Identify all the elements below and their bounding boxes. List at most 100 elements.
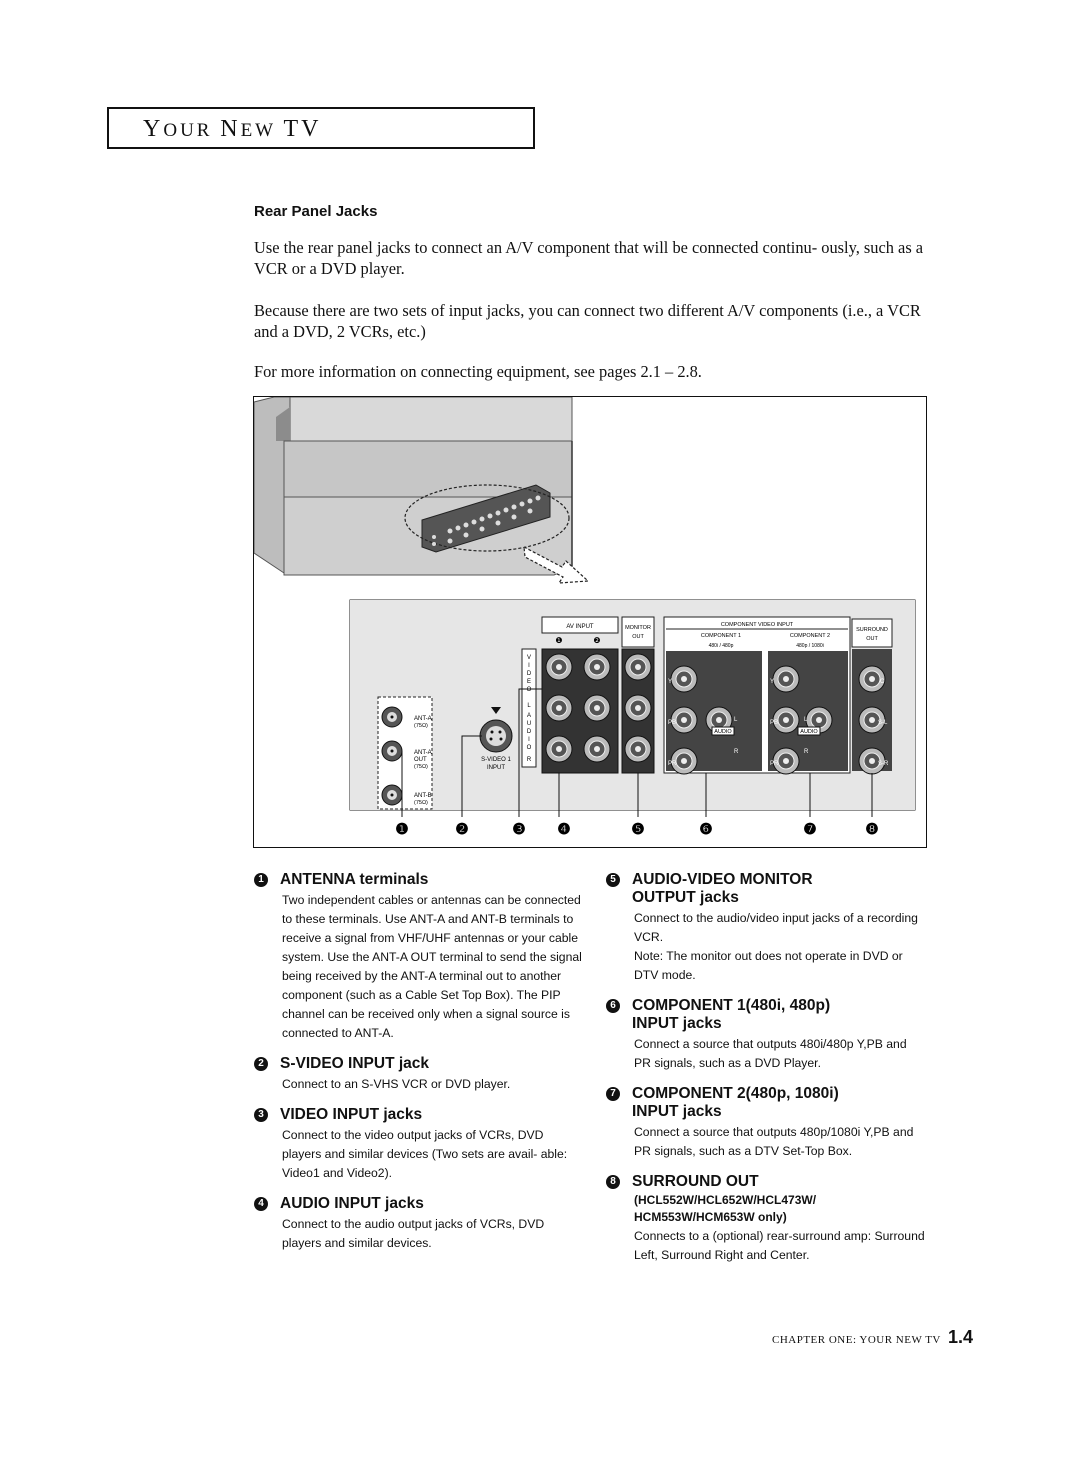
- svg-text:COMPONENT 1: COMPONENT 1: [701, 633, 741, 639]
- rca-jack: [545, 694, 573, 722]
- svg-text:OUT: OUT: [866, 636, 878, 642]
- rca-jack: [670, 747, 698, 775]
- svg-text:O: O: [527, 687, 532, 693]
- svg-text:C: C: [880, 679, 885, 685]
- svg-text:OUT: OUT: [414, 757, 427, 763]
- item-svideo: 2 S-VIDEO INPUT jack Connect to an S-VHS …: [254, 1055, 584, 1094]
- svg-text:480i / 480p: 480i / 480p: [709, 643, 734, 649]
- svg-text:Y: Y: [668, 679, 672, 685]
- svg-text:D: D: [527, 729, 532, 735]
- page-number: 1.4: [948, 1327, 974, 1347]
- item-body: Connects to a (optional) rear-surround a…: [634, 1229, 925, 1262]
- svg-text:PB: PB: [770, 720, 778, 726]
- rca-jacks: [545, 653, 886, 775]
- rca-jack: [583, 653, 611, 681]
- svg-text:PR: PR: [770, 761, 779, 767]
- svg-text:O: O: [527, 745, 532, 751]
- item-title-line-1: AUDIO-VIDEO MONITOR: [632, 871, 813, 888]
- intro-paragraph: Use the rear panel jacks to connect an A…: [254, 238, 924, 278]
- svg-text:OUT: OUT: [632, 634, 644, 640]
- figure-callouts: ❶ ❷ ❸ ❹ ❺ ❻ ❼ ❽: [395, 821, 878, 838]
- rca-jack: [545, 653, 573, 681]
- svg-text:AUDIO: AUDIO: [800, 729, 818, 735]
- footer-chapter: CHAPTER ONE: YOUR NEW TV: [772, 1334, 941, 1346]
- rca-jack: [772, 665, 800, 693]
- rca-jack: [624, 653, 652, 681]
- item-body: Connect a source that outputs 480i/480p …: [634, 1037, 907, 1070]
- ant-b-in-jack: [381, 784, 403, 806]
- header-title: YOUR NEW TV: [143, 116, 322, 142]
- svg-text:L: L: [527, 703, 531, 709]
- item-title-line-1: COMPONENT 2(480p, 1080i): [632, 1085, 839, 1102]
- svg-text:Y: Y: [770, 679, 774, 685]
- num-7-icon: 7: [606, 1087, 620, 1101]
- num-3-icon: 3: [254, 1108, 268, 1122]
- svg-text:I: I: [528, 737, 530, 743]
- rca-jack: [670, 706, 698, 734]
- jack-panel-detail: ANT-A (75Ω) ANT-A OUT (75Ω) ANT-B (75Ω) …: [349, 599, 916, 817]
- num-4-icon: 4: [254, 1197, 268, 1211]
- svg-text:L: L: [734, 717, 738, 723]
- svg-text:A: A: [527, 713, 531, 719]
- callout-6: ❻: [699, 821, 712, 838]
- item-model-note-1: (HCL552W/HCL652W/HCL473W/: [634, 1193, 817, 1207]
- item-body: Connect to an S-VHS VCR or DVD player.: [282, 1077, 511, 1091]
- callout-4: ❹: [557, 821, 570, 838]
- item-body: Connect to the audio/video input jacks o…: [634, 911, 918, 982]
- svg-text:I: I: [528, 663, 530, 669]
- item-title: VIDEO INPUT jacks: [280, 1106, 423, 1123]
- svg-text:E: E: [527, 679, 531, 685]
- svg-text:COMPONENT 2: COMPONENT 2: [790, 633, 830, 639]
- svg-text:(75Ω): (75Ω): [414, 800, 428, 806]
- callout-7: ❼: [803, 821, 816, 838]
- num-2-icon: 2: [254, 1057, 268, 1071]
- section-title: Rear Panel Jacks: [254, 203, 378, 220]
- rca-jack: [670, 665, 698, 693]
- svg-text:AV INPUT: AV INPUT: [566, 624, 594, 630]
- callout-3: ❸: [512, 821, 525, 838]
- svg-text:INPUT: INPUT: [487, 765, 505, 771]
- svg-text:MONITOR: MONITOR: [625, 625, 651, 631]
- svg-text:R: R: [734, 749, 739, 755]
- svg-text:❶: ❶: [555, 636, 562, 645]
- item-body: Connect a source that outputs 480p/1080i…: [634, 1125, 914, 1158]
- svg-text:D: D: [527, 671, 532, 677]
- item-model-note-2: HCM553W/HCM653W only): [634, 1210, 787, 1224]
- item-title-line-1: COMPONENT 1(480i, 480p): [632, 997, 831, 1014]
- svg-text:V: V: [527, 655, 531, 661]
- svg-text:ANT-B: ANT-B: [414, 793, 432, 799]
- svg-text:SURROUND: SURROUND: [856, 627, 888, 633]
- item-title-line-2: INPUT jacks: [632, 1015, 722, 1032]
- rca-jack: [772, 747, 800, 775]
- item-title: ANTENNA terminals: [280, 871, 429, 888]
- callout-8: ❽: [865, 821, 878, 838]
- svg-text:S-R: S-R: [878, 761, 889, 767]
- svg-text:(75Ω): (75Ω): [414, 764, 428, 770]
- callout-5: ❺: [631, 821, 644, 838]
- rca-jack: [624, 735, 652, 763]
- svg-text:PB: PB: [668, 720, 676, 726]
- item-title: S-VIDEO INPUT jack: [280, 1055, 430, 1072]
- ant-a-in-jack: [381, 706, 403, 728]
- item-body: Connect to the video output jacks of VCR…: [282, 1128, 568, 1180]
- svg-text:COMPONENT VIDEO INPUT: COMPONENT VIDEO INPUT: [721, 622, 794, 628]
- rear-panel-figure: ANT-A (75Ω) ANT-A OUT (75Ω) ANT-B (75Ω) …: [253, 396, 927, 848]
- item-title: SURROUND OUT: [632, 1173, 759, 1190]
- num-1-icon: 1: [254, 873, 268, 887]
- svg-text:ANT-A: ANT-A: [414, 750, 432, 756]
- svg-text:❷: ❷: [593, 636, 600, 645]
- num-5-icon: 5: [606, 873, 620, 887]
- svg-text:R: R: [527, 757, 532, 763]
- rca-jack: [624, 694, 652, 722]
- rca-jack: [545, 735, 573, 763]
- two-sets-paragraph: Because there are two sets of input jack…: [254, 301, 921, 341]
- item-title: AUDIO INPUT jacks: [280, 1195, 424, 1212]
- svg-text:U: U: [527, 721, 531, 727]
